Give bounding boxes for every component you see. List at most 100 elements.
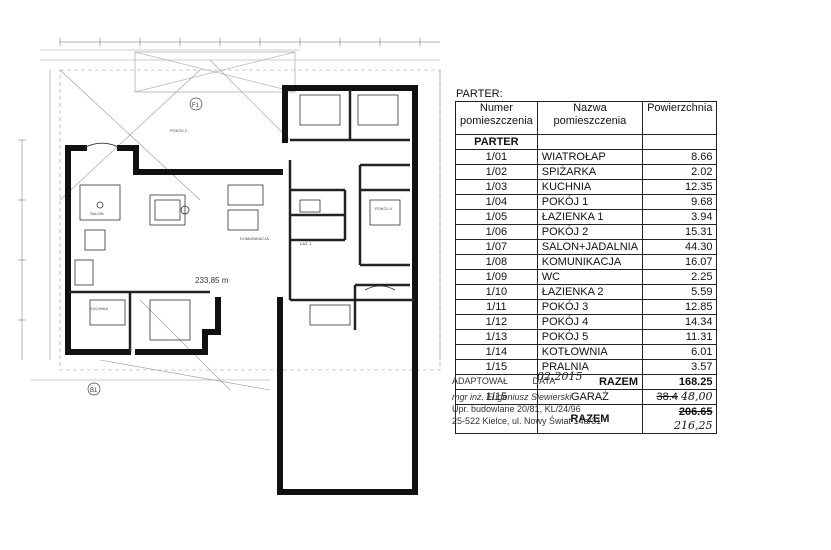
stamp-adaptowal: ADAPTOWAŁ DATA (452, 376, 555, 386)
svg-text:KOMUNIKACJA: KOMUNIKACJA (240, 236, 269, 241)
room-name-cell: WIATROŁAP (536, 149, 644, 165)
room-number-cell: 1/09 (455, 269, 538, 285)
room-area-cell: 6.01 (642, 344, 718, 360)
interior-walls (68, 90, 415, 352)
floor-plan: POKÓJ 2 SALON KOMUNIKACJA ŁAZ. 1 POKÓJ 4… (18, 38, 441, 495)
stamp-data-label: DATA (532, 376, 556, 386)
room-name-cell: ŁAZIENKA 1 (536, 209, 644, 225)
furniture (74, 94, 401, 341)
header-name: Nazwa pomieszczenia (536, 101, 644, 135)
room-area-cell: 14.34 (642, 314, 718, 330)
svg-text:ŁAZ. 1: ŁAZ. 1 (300, 241, 313, 246)
room-area-cell: 44.30 (642, 239, 718, 255)
room-number-cell: 1/02 (455, 164, 538, 180)
room-area-cell: 8.66 (642, 149, 718, 165)
room-name-cell: KUCHNIA (536, 179, 644, 195)
room-name-cell: POKÓJ 4 (536, 314, 644, 330)
table-header-row: Numer pomieszczenia Nazwa pomieszczenia … (455, 101, 718, 135)
room-area-cell: 5.59 (642, 284, 718, 300)
header-area: Powierzchnia (642, 101, 718, 135)
room-area-cell: 3.57 (642, 359, 718, 375)
stamp-address: 25-522 Kielce, ul. Nowy Świat 14a/31 (452, 416, 602, 426)
total-area-new: 216,25 (673, 419, 713, 432)
room-name-cell: SALON+JADALNIA (536, 239, 644, 255)
stamp-license: Upr. budowlane 20/81, KL/24/96 (452, 404, 581, 414)
svg-text:SALON: SALON (90, 211, 104, 216)
room-name-cell: POKÓJ 1 (536, 194, 644, 210)
total-area-cell: 206.65 216,25 (642, 404, 718, 434)
garage-area-new: 48,00 (680, 390, 713, 403)
room-number-cell: 1/14 (455, 344, 538, 360)
room-name-cell: KOTŁOWNIA (536, 344, 644, 360)
axis-markers (87, 97, 203, 396)
stamp-date: 02.2015 (537, 370, 583, 383)
room-number-cell: 1/10 (455, 284, 538, 300)
section-label: PARTER (455, 134, 538, 150)
room-number-cell: 1/06 (455, 224, 538, 240)
dimension-text: 233,85 m (195, 276, 229, 285)
room-number-cell: 1/01 (455, 149, 538, 165)
total-area-old: 206.65 (678, 406, 713, 418)
axis-marker-b1: B1 (90, 388, 98, 394)
room-number-cell: 1/08 (455, 254, 538, 270)
room-name-cell: WC (536, 269, 644, 285)
room-area-cell: 12.35 (642, 179, 718, 195)
stamp-adaptowal-label: ADAPTOWAŁ (452, 376, 509, 386)
exterior-walls (65, 85, 418, 495)
svg-text:KUCHNIA: KUCHNIA (90, 306, 108, 311)
room-area-cell: 3.94 (642, 209, 718, 225)
room-area-cell: 2.02 (642, 164, 718, 180)
room-area-cell: 16.07 (642, 254, 718, 270)
room-number-cell: 1/05 (455, 209, 538, 225)
subtotal-value: 168.25 (642, 374, 718, 390)
svg-text:POKÓJ 4: POKÓJ 4 (375, 206, 393, 211)
table-caption: PARTER: (456, 88, 503, 100)
room-area-table: Numer pomieszczenia Nazwa pomieszczenia … (455, 101, 718, 434)
room-number-cell: 1/04 (455, 194, 538, 210)
room-name-cell: POKÓJ 2 (536, 224, 644, 240)
axis-marker-f1: F1 (192, 103, 200, 109)
svg-text:POKÓJ 2: POKÓJ 2 (170, 128, 188, 133)
room-number-cell: 1/15 (455, 359, 538, 375)
room-name-cell: ŁAZIENKA 2 (536, 284, 644, 300)
garage-area-old: 38.4 (656, 391, 678, 403)
garage-area-cell: 38.4 48,00 (642, 389, 718, 405)
roof-outline (30, 49, 441, 391)
room-area-cell: 11.31 (642, 329, 718, 345)
room-name-cell: POKÓJ 3 (536, 299, 644, 315)
room-number-cell: 1/03 (455, 179, 538, 195)
room-area-cell: 15.31 (642, 224, 718, 240)
room-number-cell: 1/12 (455, 314, 538, 330)
room-number-cell: 1/13 (455, 329, 538, 345)
room-area-cell: 2.25 (642, 269, 718, 285)
section-row: PARTER (455, 134, 718, 150)
room-name-cell: SPIŻARKA (536, 164, 644, 180)
garage-name: GARAŻ (536, 389, 644, 405)
header-number: Numer pomieszczenia (455, 101, 538, 135)
room-name-cell: POKÓJ 5 (536, 329, 644, 345)
stamp-name: mgr inż. Eugeniusz Siewierski (452, 392, 572, 402)
room-name-cell: KOMUNIKACJA (536, 254, 644, 270)
room-number-cell: 1/11 (455, 299, 538, 315)
total-empty (455, 404, 538, 434)
room-number-cell: 1/07 (455, 239, 538, 255)
room-area-cell: 12.85 (642, 299, 718, 315)
dimension-ticks (18, 38, 440, 360)
room-labels: POKÓJ 2 SALON KOMUNIKACJA ŁAZ. 1 POKÓJ 4… (90, 128, 393, 311)
